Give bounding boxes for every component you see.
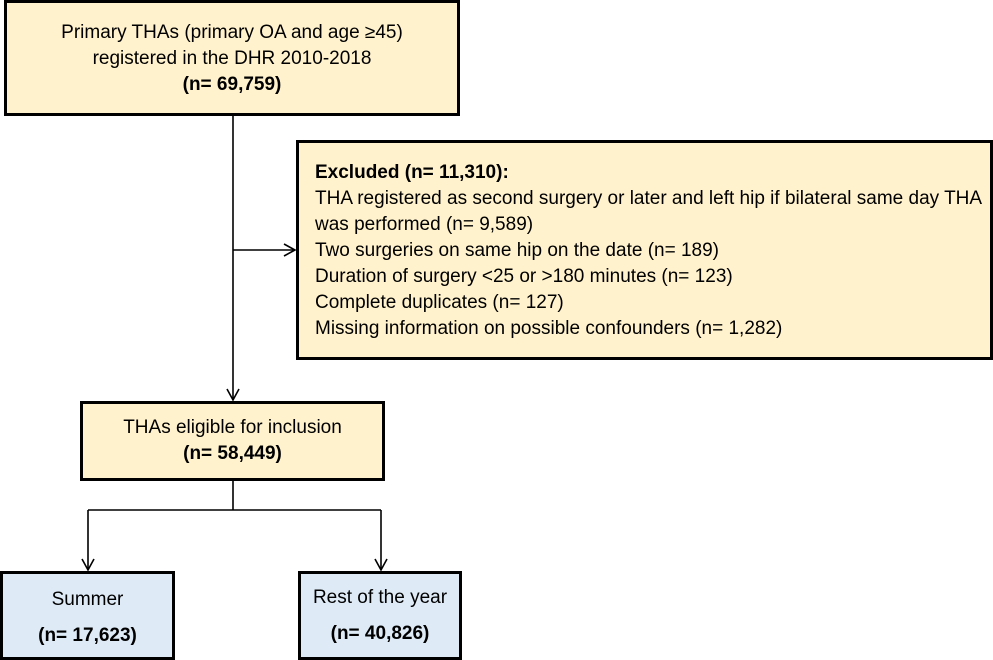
primary-tha-line-1: Primary THAs (primary OA and age ≥45) <box>61 22 403 43</box>
eligible-label: THAs eligible for inclusion <box>123 417 342 438</box>
excluded-reason: Duration of surgery <25 or >180 minutes … <box>315 266 733 287</box>
summer-label: Summer <box>51 589 124 610</box>
excluded-reason: Two surgeries on same hip on the date (n… <box>315 240 719 261</box>
primary-tha-line-2: registered in the DHR 2010-2018 <box>92 48 372 69</box>
summer-count: (n= 17,623) <box>38 625 137 646</box>
eligible-box: THAs eligible for inclusion (n= 58,449) <box>80 401 385 481</box>
summer-box: Summer (n= 17,623) <box>0 571 175 660</box>
excluded-heading: Excluded (n= 11,310): <box>315 162 509 183</box>
excluded-reason: Complete duplicates (n= 127) <box>315 292 564 313</box>
primary-tha-box: Primary THAs (primary OA and age ≥45) re… <box>4 0 460 116</box>
rest-of-year-count: (n= 40,826) <box>330 623 430 644</box>
rest-of-year-box: Rest of the year (n= 40,826) <box>298 571 462 660</box>
excluded-reason: Missing information on possible confound… <box>315 318 783 339</box>
excluded-reason: THA registered as second surgery or late… <box>315 188 982 235</box>
rest-of-year-label: Rest of the year <box>312 587 448 608</box>
eligible-count: (n= 58,449) <box>183 443 282 464</box>
excluded-box: Excluded (n= 11,310): THA registered as … <box>296 140 993 360</box>
primary-tha-count: (n= 69,759) <box>182 74 282 95</box>
